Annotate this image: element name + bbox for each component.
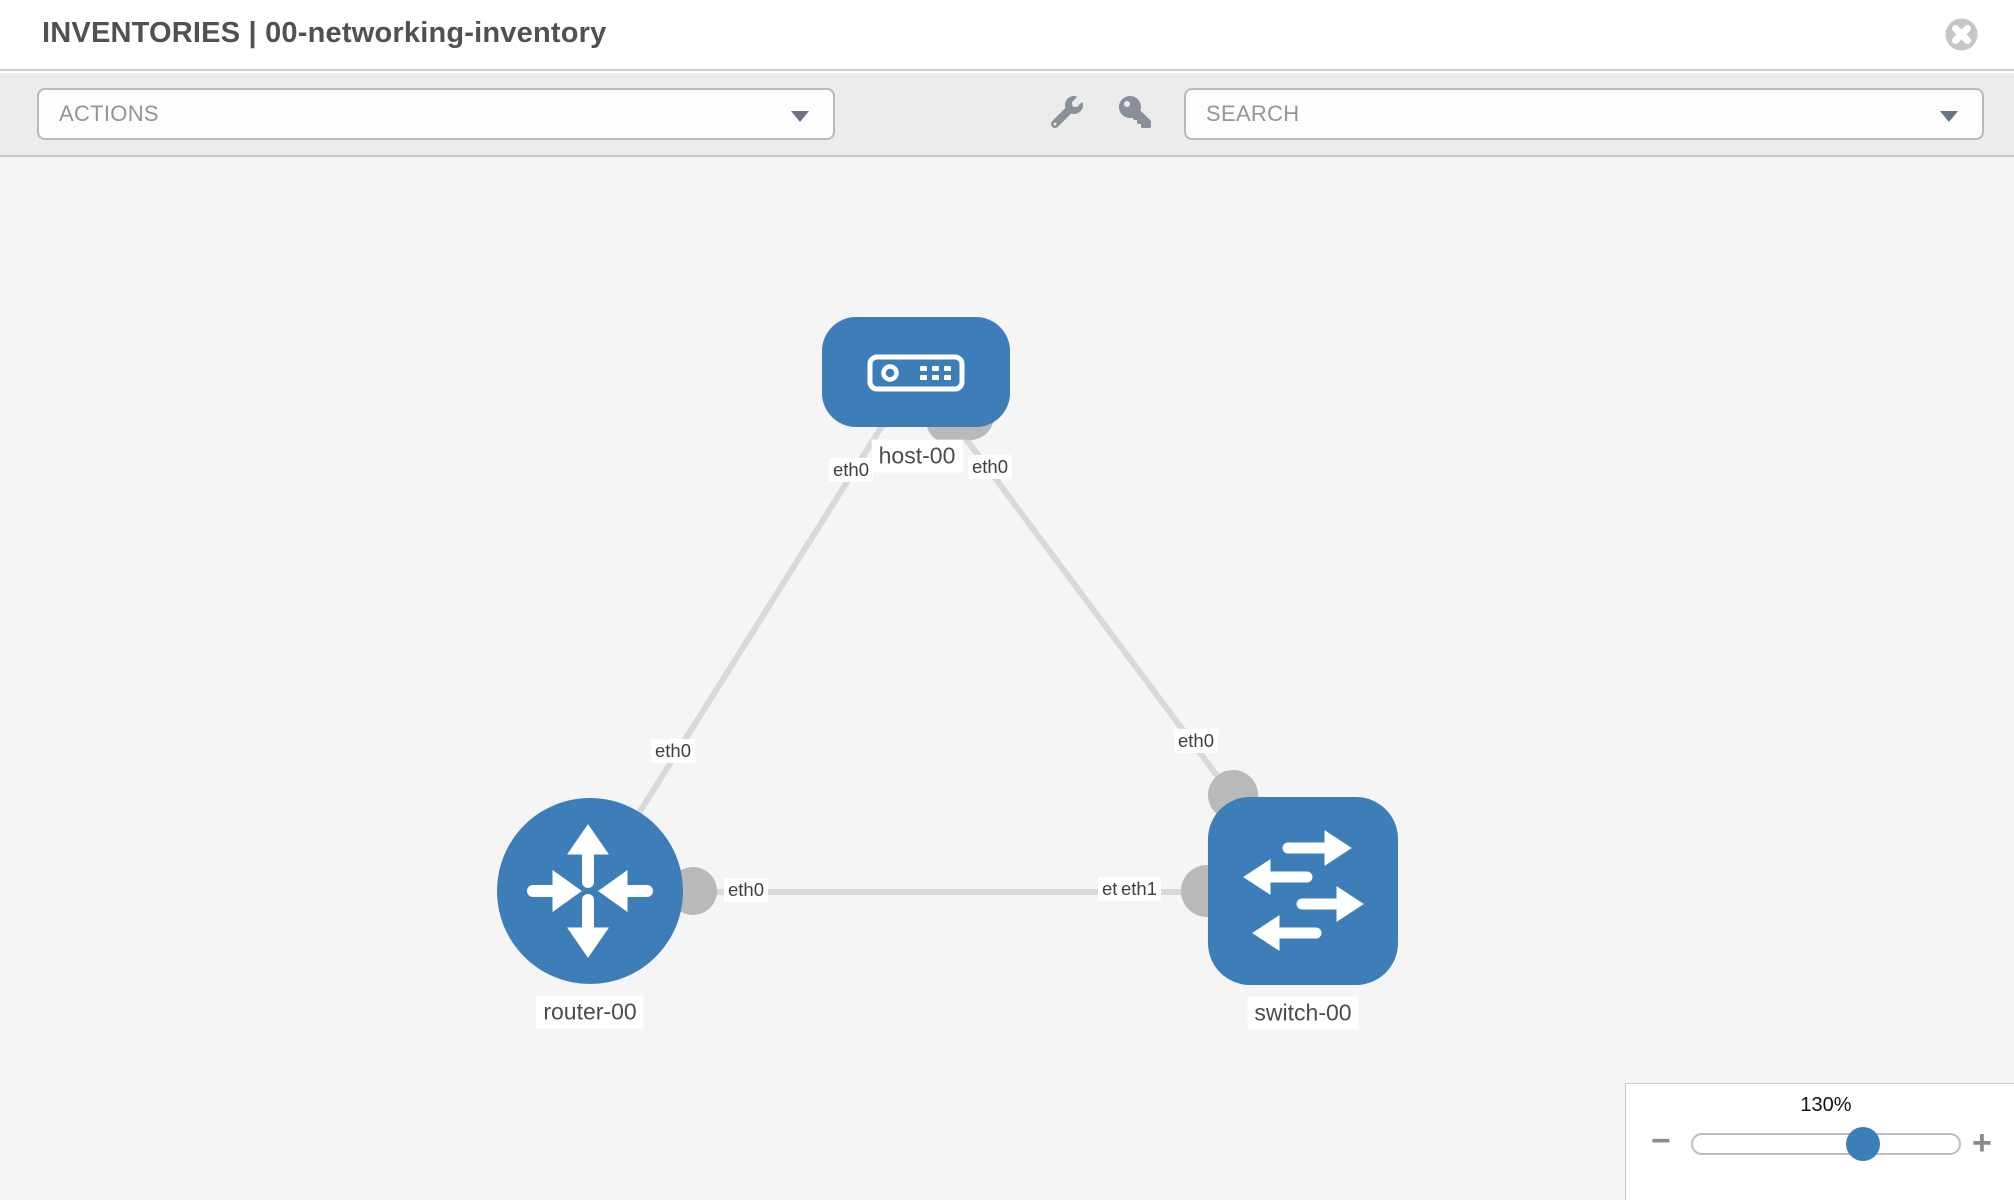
chevron-down-icon — [791, 111, 809, 122]
host-icon — [867, 354, 965, 392]
switch-icon — [1243, 830, 1364, 951]
port-label: eth0 — [1173, 728, 1219, 754]
toolbar: ACTIONS SEARCH — [0, 73, 2014, 157]
search-dropdown[interactable]: SEARCH — [1184, 88, 1984, 140]
zoom-slider-thumb[interactable] — [1846, 1127, 1880, 1161]
zoom-control-panel: 130% − + — [1625, 1083, 2014, 1200]
port-label: eth0 — [723, 877, 769, 903]
actions-dropdown[interactable]: ACTIONS — [37, 88, 835, 140]
actions-dropdown-label: ACTIONS — [59, 101, 159, 126]
node-host-00[interactable] — [822, 317, 1010, 427]
zoom-slider-track[interactable] — [1691, 1133, 1961, 1155]
node-router-00[interactable] — [497, 798, 683, 984]
port-label: eth0 — [828, 457, 874, 483]
zoom-in-button[interactable]: + — [1972, 1124, 1992, 1162]
port-label: eth1 — [1116, 876, 1162, 902]
header: INVENTORIES | 00-networking-inventory — [0, 0, 2014, 71]
key-icon[interactable] — [1119, 96, 1151, 128]
search-dropdown-label: SEARCH — [1206, 101, 1300, 126]
page-title: INVENTORIES | 00-networking-inventory — [42, 17, 607, 49]
zoom-level-value: 130% — [1800, 1094, 1852, 1116]
wrench-icon[interactable] — [1050, 96, 1083, 129]
zoom-out-button[interactable]: − — [1651, 1122, 1671, 1160]
node-switch-00[interactable] — [1208, 797, 1398, 985]
node-label-host: host-00 — [871, 439, 963, 473]
close-icon[interactable] — [1945, 18, 1978, 51]
chevron-down-icon — [1940, 111, 1958, 122]
topology-canvas[interactable] — [0, 157, 2014, 1200]
node-label-switch: switch-00 — [1247, 996, 1359, 1030]
port-label: eth0 — [650, 738, 696, 764]
node-label-router: router-00 — [536, 995, 644, 1029]
router-icon — [527, 824, 653, 958]
port-label: eth0 — [967, 454, 1013, 480]
